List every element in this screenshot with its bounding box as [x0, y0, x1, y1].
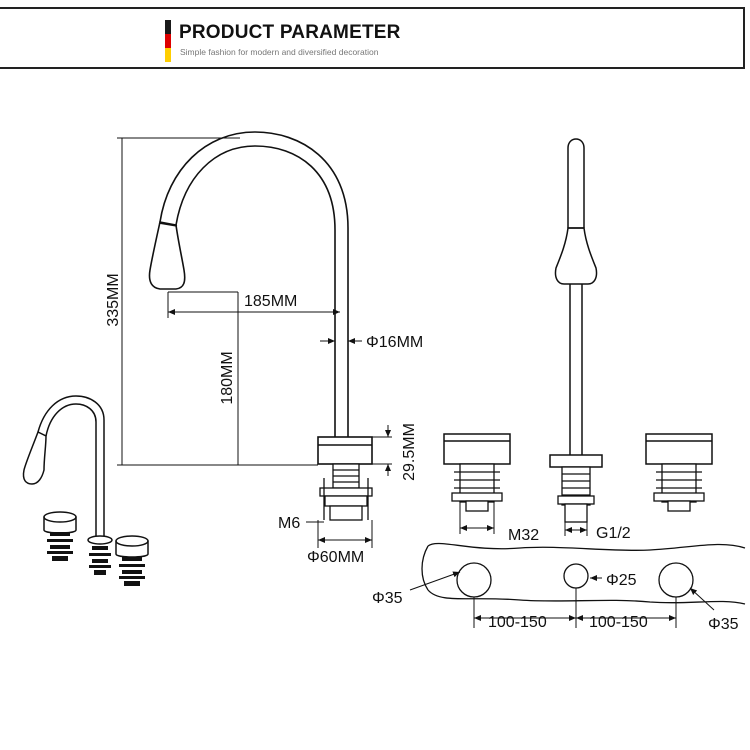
- spout-diameter-label: Φ16MM: [366, 334, 423, 351]
- dimension-handle-thread: [459, 502, 495, 534]
- inlet-thread-label: G1/2: [596, 525, 631, 542]
- spout-height-label: 180MM: [219, 351, 236, 404]
- dimension-reach: [167, 291, 340, 318]
- hole-left-label: Φ35: [372, 590, 403, 607]
- dimension-hole-spacing: [473, 588, 677, 628]
- faucet-thumbnail: [22, 395, 149, 586]
- header-banner: [0, 7, 745, 69]
- handle-thread-label: M32: [508, 527, 539, 544]
- faucet-side-view: [148, 131, 373, 521]
- page-title: PRODUCT PARAMETER: [179, 22, 401, 43]
- spacing-left-label: 100-150: [488, 614, 547, 631]
- hole-right-label: Φ35: [708, 616, 739, 633]
- faucet-front-view: [443, 138, 713, 523]
- dimension-base-diameter: [317, 520, 373, 548]
- bolt-thread-label: M6: [278, 515, 300, 532]
- dimension-base-height: [372, 425, 392, 476]
- base-diameter-label: Φ60MM: [307, 549, 364, 566]
- page-subtitle: Simple fashion for modern and diversifie…: [180, 47, 379, 57]
- base-height-label: 29.5MM: [401, 423, 418, 481]
- hole-center-label: Φ25: [606, 572, 637, 589]
- dimension-inlet-thread: [564, 522, 588, 536]
- german-flag-icon: [165, 20, 171, 62]
- deck-hole-layout: [421, 542, 746, 605]
- height-label: 335MM: [105, 273, 122, 326]
- spacing-right-label: 100-150: [589, 614, 648, 631]
- dimension-height: [117, 137, 318, 466]
- reach-label: 185MM: [244, 293, 297, 310]
